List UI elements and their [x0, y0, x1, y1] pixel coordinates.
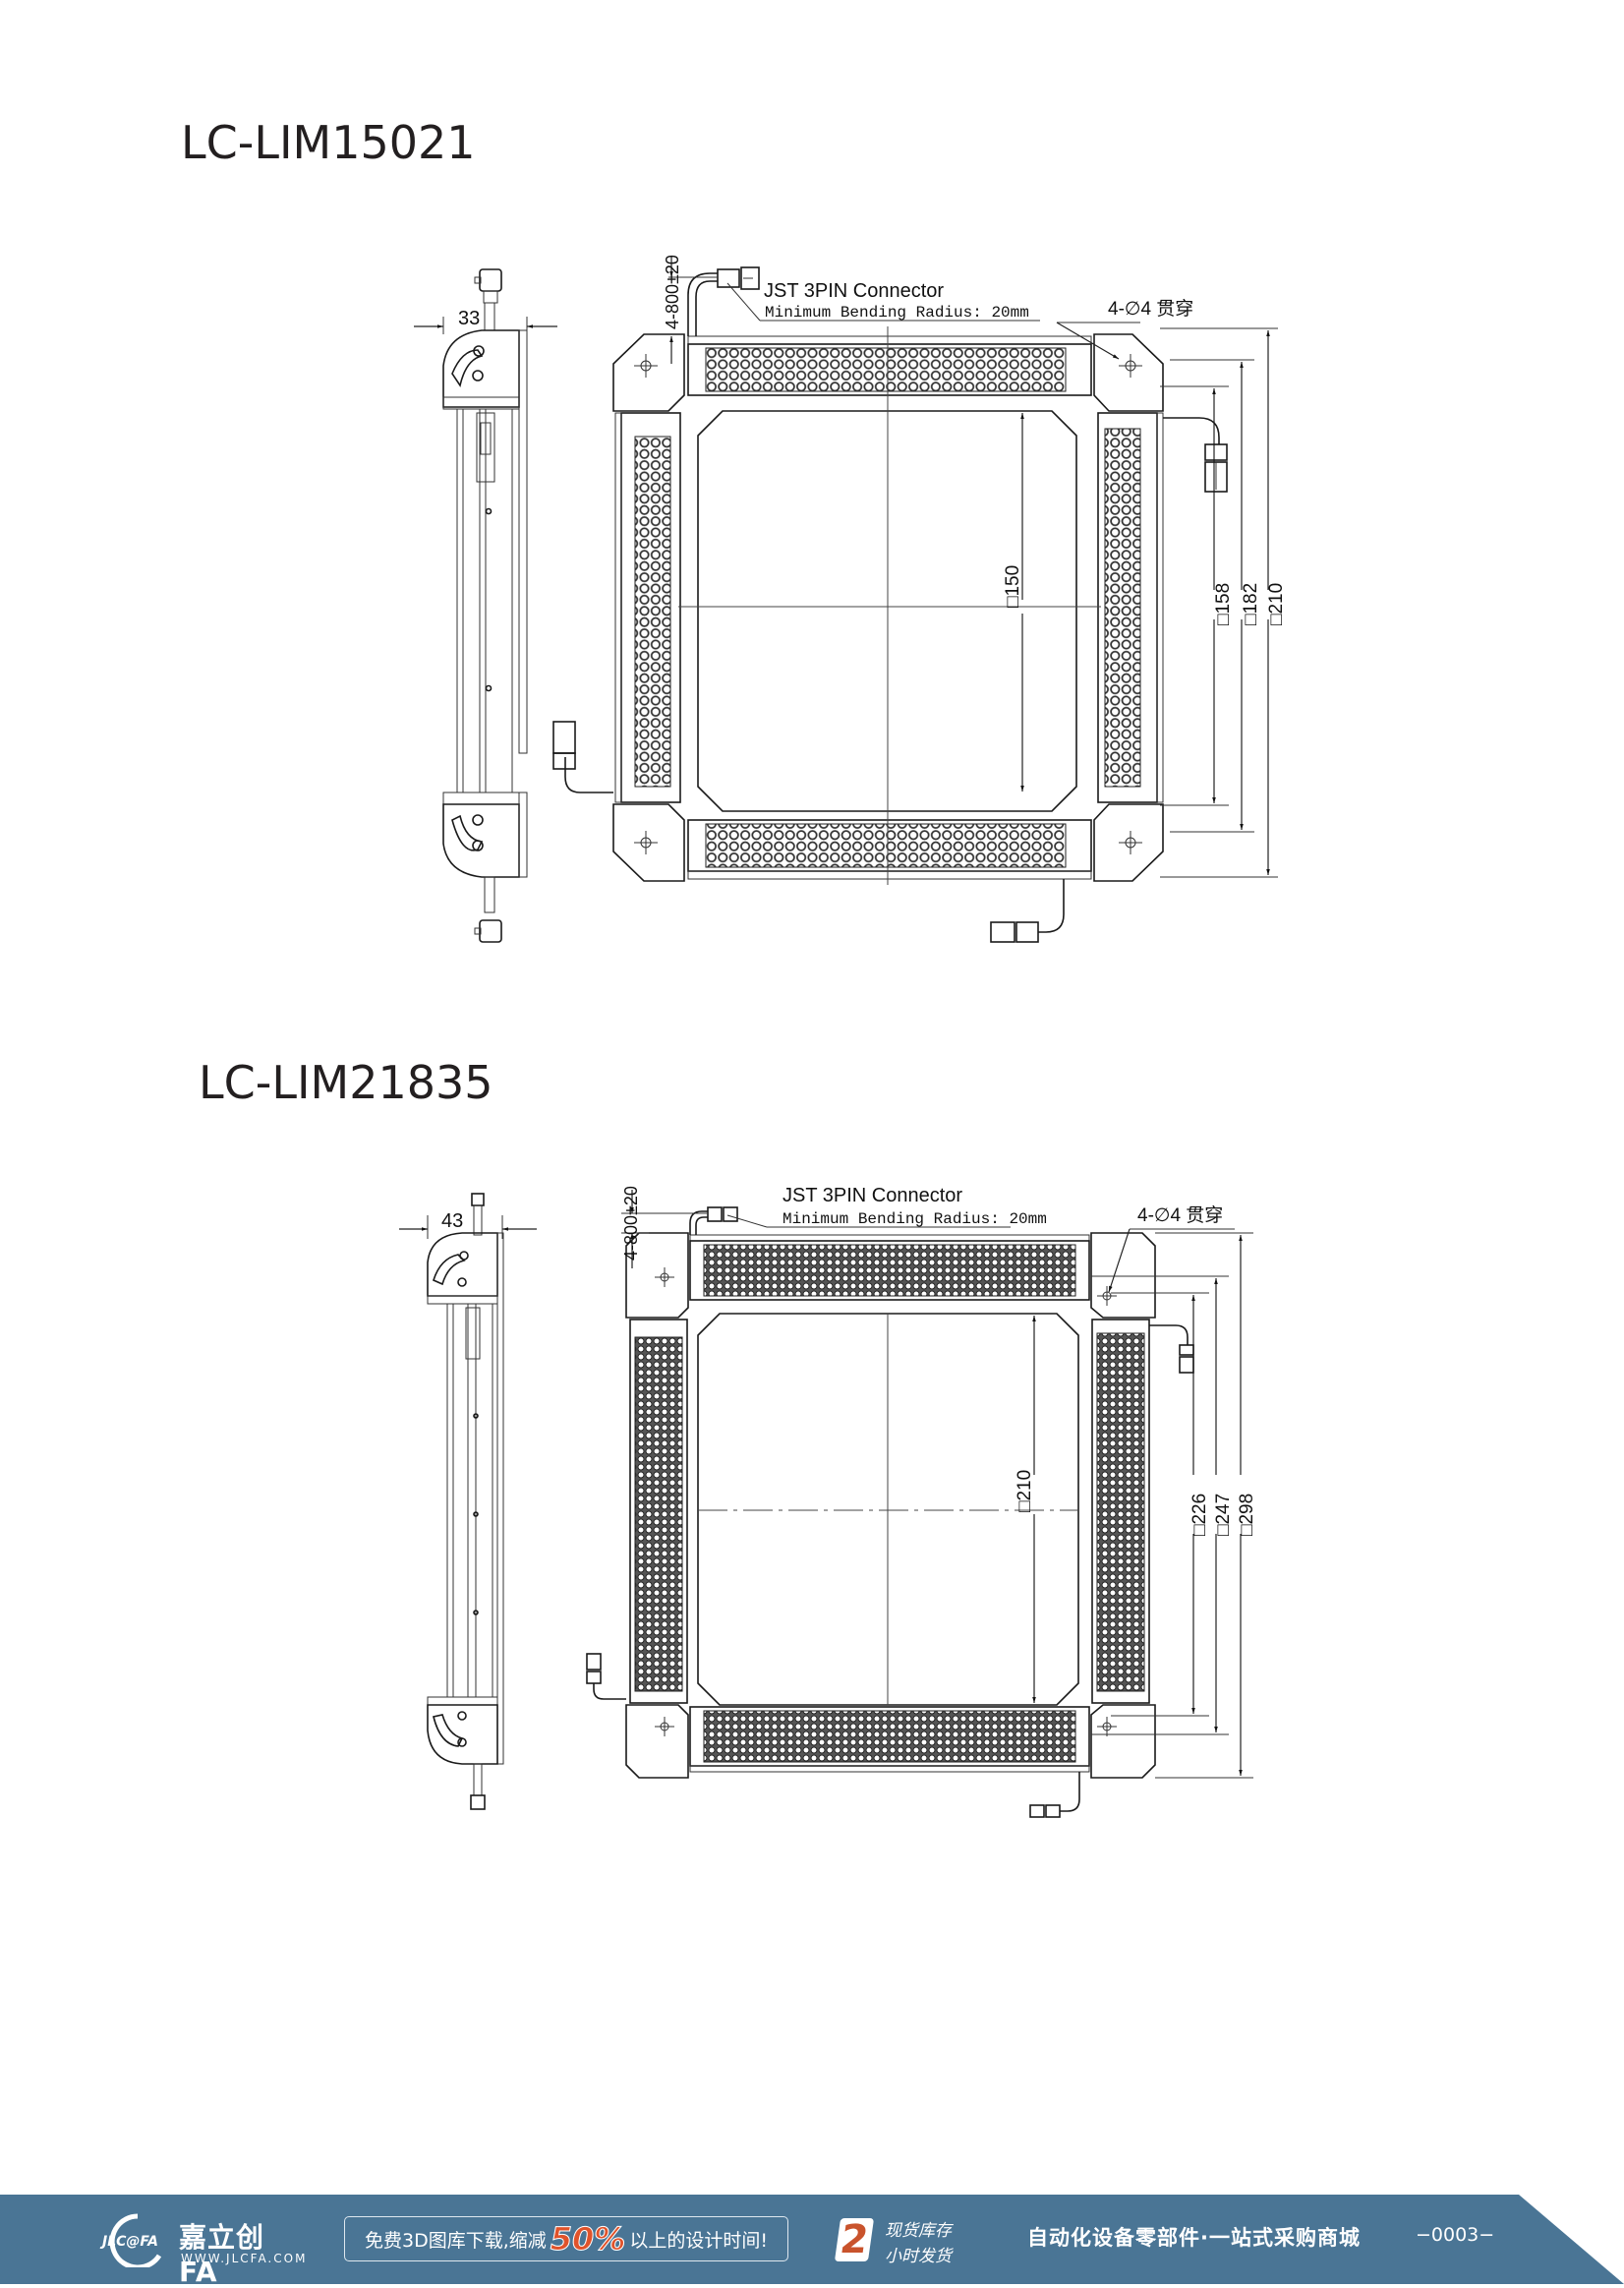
logo-name: 嘉立创FA — [179, 2221, 265, 2288]
promo-percent: 50% — [550, 2220, 626, 2259]
front-view-2: □210 □226 □247 □298 4- — [586, 1185, 1257, 1818]
footer-background — [0, 2195, 1624, 2284]
dim-210: □210 — [1266, 583, 1287, 625]
logo-url[interactable]: WWW.JLCFA.COM — [181, 2252, 308, 2265]
connector-label-2: JST 3PIN Connector — [783, 1185, 962, 1206]
inner-dim-1: □150 — [1003, 565, 1023, 608]
side-view-1: 33 — [414, 268, 557, 943]
inner-dim-2: □210 — [1015, 1470, 1035, 1512]
dim-182: □182 — [1241, 583, 1261, 625]
promo-suffix: 以上的设计时间! — [629, 2229, 768, 2252]
model-title-1: LC-LIM15021 — [181, 116, 476, 169]
logo-swoosh-icon: JLC@FA — [99, 2213, 162, 2267]
stock-line-2: 小时发货 — [885, 2247, 952, 2266]
logo-mark-text: JLC@FA — [99, 2234, 158, 2250]
stock-number-icon: 2 — [834, 2217, 875, 2262]
dim-247: □247 — [1213, 1494, 1234, 1536]
bending-label-2: Minimum Bending Radius: 20mm — [783, 1210, 1047, 1228]
promo-box[interactable]: 免费3D图库下载,缩减 50% 以上的设计时间! — [344, 2216, 788, 2261]
front-view-1: □150 □158 □182 □210 4- — [552, 255, 1287, 943]
stock-line-1: 现货库存 — [885, 2221, 952, 2241]
side-width-dim-2: 43 — [441, 1210, 463, 1232]
side-width-dim-1: 33 — [458, 308, 480, 329]
cable-length-dim-1: 4-800±20 — [663, 255, 682, 329]
dim-226: □226 — [1189, 1494, 1210, 1536]
dim-298: □298 — [1237, 1494, 1257, 1536]
technical-drawings: 33 — [399, 255, 1287, 1818]
hole-label-2: 4-∅4 贯穿 — [1137, 1204, 1223, 1226]
slogan: 自动化设备零部件·一站式采购商城 — [1027, 2226, 1361, 2250]
drawing-2: 43 — [399, 1185, 1257, 1818]
dim-158: □158 — [1213, 583, 1234, 625]
hole-label-1: 4-∅4 贯穿 — [1108, 298, 1193, 320]
drawing-1: 33 — [414, 255, 1287, 943]
bending-label-1: Minimum Bending Radius: 20mm — [765, 304, 1029, 322]
promo-prefix: 免费3D图库下载,缩减 — [365, 2229, 547, 2252]
footer-banner: JLC@FA 嘉立创FA WWW.JLCFA.COM 免费3D图库下载,缩减 5… — [0, 2195, 1624, 2288]
cable-length-dim-2: 4-800±20 — [621, 1186, 641, 1261]
model-title-2: LC-LIM21835 — [199, 1056, 493, 1109]
page-number: −0003− — [1416, 2224, 1495, 2246]
stock-badge: 2 现货库存 小时发货 — [834, 2214, 1005, 2269]
side-view-2: 43 — [399, 1193, 537, 1810]
jlcfa-logo[interactable]: JLC@FA 嘉立创FA WWW.JLCFA.COM — [98, 2212, 305, 2288]
connector-label-1: JST 3PIN Connector — [764, 280, 944, 302]
